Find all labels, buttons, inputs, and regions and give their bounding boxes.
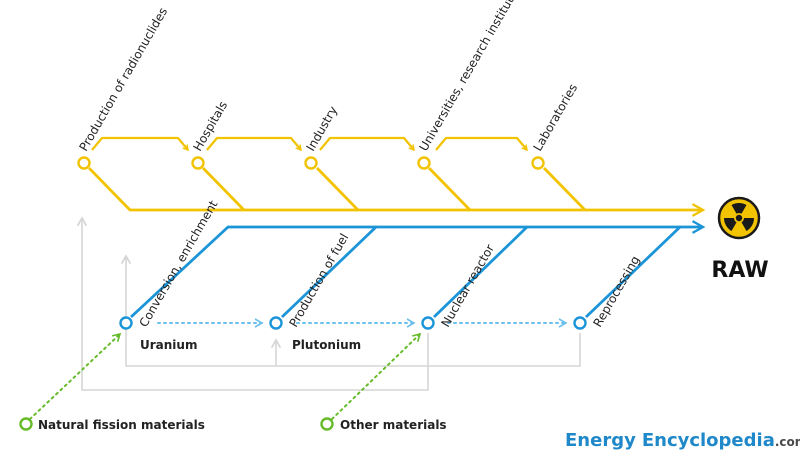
label-laboratories: Laboratories (530, 81, 580, 153)
yellow-arrow-4 (435, 136, 527, 150)
brand-encyclopedia: Encyclopedia (642, 430, 775, 451)
node-universities (417, 156, 431, 170)
gray-line-from-reprocessing (428, 333, 581, 367)
node-hospitals (191, 156, 205, 170)
label-production-of-fuel: Production of fuel (286, 231, 351, 329)
blue-nodes (119, 316, 587, 330)
label-conversion-enrichment: Conversion, enrichment (136, 198, 220, 330)
yellow-branch-hospitals (201, 167, 246, 211)
yellow-arrow-2 (206, 136, 301, 150)
label-other-materials: Other materials (340, 418, 447, 432)
radioactive-icon (717, 196, 761, 240)
yellow-branch-universities (427, 167, 472, 211)
green-arrow-natural (29, 332, 122, 420)
brand-logo: Energy Encyclopedia.com (565, 430, 800, 451)
label-uranium: Uranium (140, 338, 197, 352)
yellow-arrow-3 (319, 136, 414, 150)
yellow-trunk (87, 167, 703, 210)
blue-branch-reprocessing (585, 225, 681, 319)
blue-main-path (130, 225, 703, 319)
label-reprocessing: Reprocessing (590, 253, 642, 329)
gray-line-to-uranium (120, 254, 428, 367)
blue-trunk (130, 227, 703, 319)
label-universities: Universities, research institutions (416, 0, 528, 153)
label-plutonium: Plutonium (292, 338, 361, 352)
brand-energy: Energy (565, 430, 636, 451)
yellow-branch-industry (315, 167, 360, 211)
node-natural-fission-materials (19, 417, 33, 431)
yellow-arrow-1 (91, 136, 188, 150)
yellow-main-path (87, 167, 703, 211)
label-production-of-radionuclides: Production of radionuclides (76, 5, 170, 153)
node-reprocessing (573, 316, 587, 330)
node-conversion-enrichment (119, 316, 133, 330)
yellow-branch-laboratories (542, 167, 587, 211)
node-production-of-fuel (269, 316, 283, 330)
blue-branch-fuel (281, 225, 377, 319)
node-production-of-radionuclides (77, 156, 91, 170)
blue-branch-reactor (433, 225, 528, 319)
label-raw: RAW (711, 258, 768, 283)
gray-feedback-lines (76, 216, 581, 391)
green-arrow-other (331, 332, 422, 420)
gray-line-to-production (76, 216, 429, 391)
node-nuclear-reactor (421, 316, 435, 330)
brand-suffix: .com (775, 435, 800, 449)
node-laboratories (531, 156, 545, 170)
green-dotted-arrows (29, 332, 422, 420)
node-industry (304, 156, 318, 170)
node-other-materials (320, 417, 334, 431)
yellow-chain (91, 136, 527, 150)
source-nodes (19, 417, 334, 431)
label-nuclear-reactor: Nuclear reactor (438, 242, 497, 330)
label-natural-fission-materials: Natural fission materials (38, 418, 205, 432)
yellow-nodes (77, 156, 545, 170)
